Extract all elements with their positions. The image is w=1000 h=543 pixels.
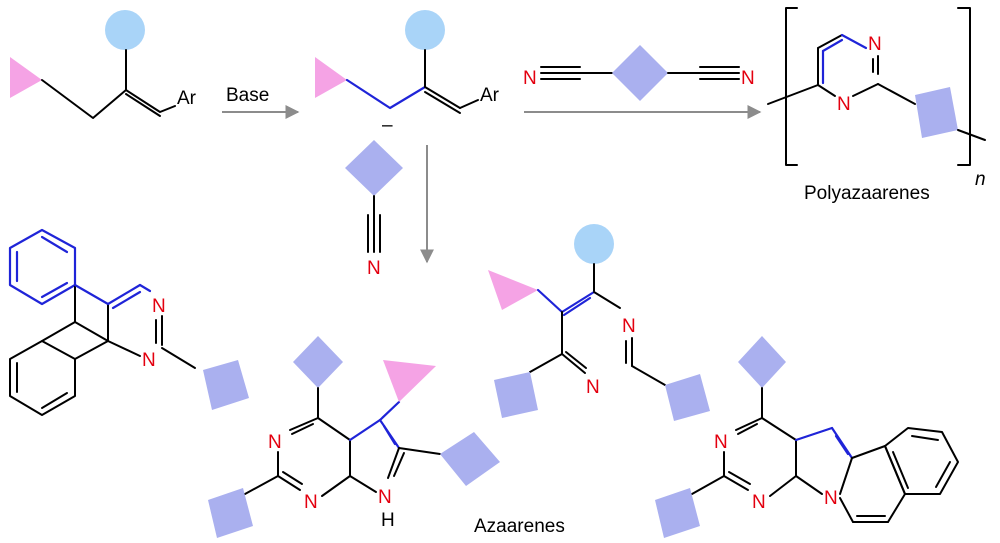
pyrimidine-nitrogen: N — [622, 316, 636, 337]
diamond-substituent-icon — [665, 374, 710, 421]
polyazaarene-product: N N n Polyazaarenes — [767, 7, 986, 204]
diamond-substituent-icon — [208, 488, 253, 538]
nitrile-nitrogen: N — [367, 258, 381, 279]
triangle-substituent-icon — [315, 57, 347, 98]
triangle-substituent-icon — [488, 270, 538, 310]
diamond-substituent-icon — [293, 336, 343, 388]
diamond-substituent-icon — [203, 360, 249, 410]
anion-charge: – — [382, 115, 393, 136]
pyrrole-nitrogen: N — [378, 487, 392, 508]
phenanthropyrimidine-product: N N — [8, 228, 249, 416]
polymer-subscript: n — [975, 169, 986, 190]
diamond-substituent-icon — [655, 488, 700, 538]
pyrimidine-nitrogen: N — [868, 34, 882, 55]
pyrimidine-nitrogen: N — [837, 94, 851, 115]
pyrimidine-nitrogen: N — [752, 492, 766, 513]
pyrimidine-product: N N — [488, 224, 710, 421]
pyrimidine-nitrogen: N — [152, 296, 166, 317]
pyrrole-nitrogen: N — [824, 488, 838, 509]
pyrimidine-nitrogen: N — [586, 377, 600, 398]
allyl-anion: Ar – — [315, 10, 500, 136]
circle-substituent-icon — [574, 224, 614, 264]
aryl-label: Ar — [480, 85, 500, 106]
pyrimidine-nitrogen: N — [714, 432, 728, 453]
dinitrile-reagent: N N — [523, 45, 755, 101]
diamond-substituent-icon — [738, 336, 786, 388]
polyazaarenes-label: Polyazaarenes — [804, 183, 930, 204]
nitrile-reagent: N — [345, 140, 403, 279]
circle-substituent-icon — [105, 10, 145, 50]
diamond-substituent-icon — [440, 432, 500, 486]
diamond-substituent-icon — [494, 372, 538, 418]
pyrimidine-nitrogen: N — [304, 492, 318, 513]
starting-material: Ar — [10, 10, 197, 119]
pyrimidine-nitrogen: N — [142, 350, 156, 371]
base-step: Base — [222, 85, 300, 119]
nitrile-nitrogen-left: N — [523, 68, 537, 89]
nitrile-nitrogen-right: N — [741, 68, 755, 89]
pyrrolopyrimidine-product: N N N H Azaarenes — [208, 336, 565, 538]
diamond-substituent-icon — [345, 140, 403, 196]
pyrimidine-nitrogen: N — [268, 432, 282, 453]
diamond-substituent-icon — [612, 45, 668, 101]
aryl-label: Ar — [177, 88, 197, 109]
diamond-substituent-icon — [915, 87, 958, 138]
pyrrole-hydrogen: H — [381, 510, 395, 531]
triangle-substituent-icon — [10, 57, 42, 98]
azaarenes-label: Azaarenes — [474, 516, 565, 537]
triangle-substituent-icon — [383, 360, 436, 402]
base-label: Base — [226, 85, 269, 106]
circle-substituent-icon — [405, 10, 445, 50]
fused-azaarene-product: N N N — [655, 336, 959, 538]
